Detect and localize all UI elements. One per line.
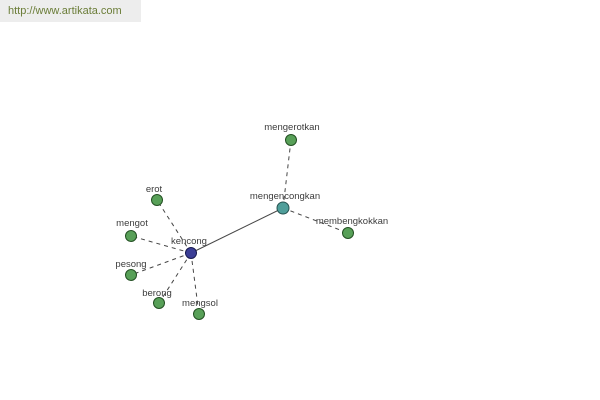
graph-node-label-mengsol[interactable]: mengsol [182,298,218,309]
graph-node-label-mengerotkan[interactable]: mengerotkan [264,122,319,133]
graph-edge-kencong-erot [156,199,192,254]
graph-node-mengerotkan[interactable] [285,134,297,146]
graph-node-label-berong[interactable]: berong [142,288,172,299]
graph-edge-kencong-pesong [130,252,192,276]
graph-edge-mengencongkan-membengkokkan [282,207,349,234]
graph-node-mengsol[interactable] [193,308,205,320]
graph-node-label-mengot[interactable]: mengot [116,218,148,229]
graph-node-erot[interactable] [151,194,163,206]
url-bar[interactable]: http://www.artikata.com [0,0,141,22]
graph-node-mengot[interactable] [125,230,137,242]
graph-node-membengkokkan[interactable] [342,227,354,239]
graph-node-pesong[interactable] [125,269,137,281]
graph-node-label-membengkokkan[interactable]: membengkokkan [316,216,388,227]
url-text: http://www.artikata.com [8,5,122,17]
graph-edge-kencong-berong [158,252,192,304]
graph-node-label-erot[interactable]: erot [146,184,163,195]
graph-edge-kencong-mengot [130,235,192,254]
graph-node-mengencongkan[interactable] [276,201,290,215]
graph-node-kencong[interactable] [185,247,197,259]
graph-edge-kencong-mengencongkan [190,207,284,254]
graph-node-berong[interactable] [153,297,165,309]
graph-edge-kencong-mengsol [190,252,200,315]
graph-node-label-kencong[interactable]: kencong [171,236,207,247]
graph-node-label-pesong[interactable]: pesong [115,259,146,270]
graph-node-label-mengencongkan[interactable]: mengencongkan [250,191,320,202]
graph-edge-mengencongkan-mengerotkan [282,139,292,209]
